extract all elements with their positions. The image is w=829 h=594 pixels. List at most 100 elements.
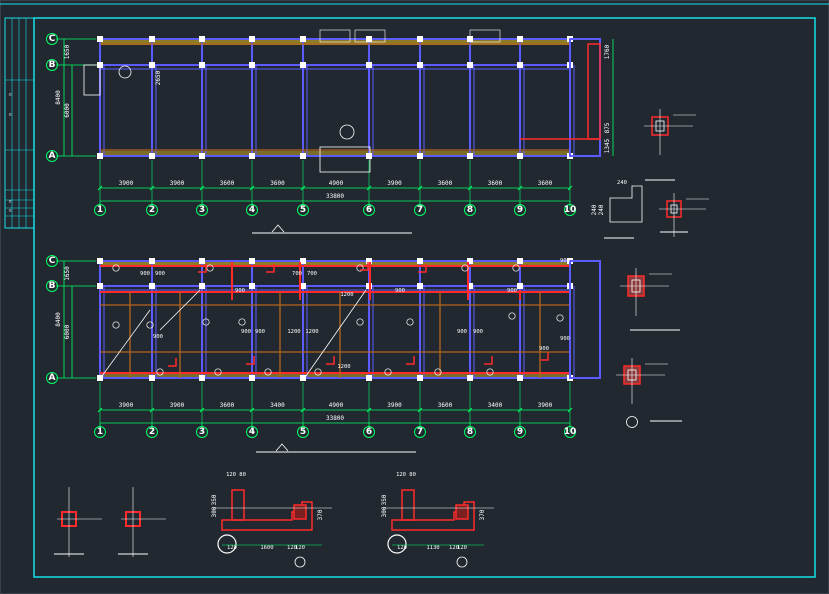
- pile-circle-1: [206, 264, 214, 272]
- footing-section-b-dim-0: 120: [397, 545, 407, 551]
- bay-dim-4: 3600: [270, 180, 285, 187]
- column-3-0: [199, 36, 205, 42]
- left-dim-0: 1650: [64, 266, 71, 281]
- col-axis-label-2: 2: [149, 205, 155, 215]
- row-axis-label-B: B: [49, 281, 56, 291]
- column-5-1: [300, 283, 306, 289]
- column-1-2: [97, 375, 103, 381]
- footing-section-b-dim-v2: 370: [479, 509, 486, 520]
- red-bracket-2: [360, 262, 369, 271]
- column-1-0: [97, 36, 103, 42]
- plan2-opening-tag-12: 900: [457, 329, 467, 335]
- col-axis-label-10: 10: [564, 427, 577, 437]
- outer-wall: [99, 38, 571, 157]
- row-axis-label-C: C: [49, 34, 56, 44]
- footing-section-a-dim-3: 120: [295, 545, 305, 551]
- footing-section-b-post: [455, 504, 469, 520]
- column-1-2: [97, 153, 103, 159]
- column-8-0: [467, 258, 473, 264]
- column-6-2: [366, 153, 372, 159]
- plan2-opening-tag-5: 1200: [340, 292, 353, 298]
- dim-tick-4: [249, 407, 255, 413]
- dim-tick-10: [567, 407, 573, 413]
- pile-circle-11: [508, 312, 516, 320]
- section-post-1: [54, 487, 102, 557]
- col-axis-label-4: 4: [249, 205, 255, 215]
- plan2-opening-tag-13: 900: [473, 329, 483, 335]
- col-axis-bubble-4: [246, 204, 258, 216]
- footing-section-a-dim-v0: 350: [211, 494, 218, 505]
- row-axis-bubble-B: [46, 59, 58, 71]
- bottom-hatch-band: [100, 373, 570, 378]
- dim-tick-8: [467, 407, 473, 413]
- plan2-diagonal-2: [159, 289, 201, 331]
- detail-column-c: [620, 268, 672, 316]
- west-stair: [83, 64, 101, 96]
- red-bracket-6: [326, 356, 335, 365]
- pile-circle-17: [384, 368, 392, 376]
- plan1-window-0: [319, 29, 351, 43]
- bay-dim-2: 3900: [170, 402, 185, 409]
- detail-column-d: [616, 358, 668, 404]
- column-4-0: [249, 36, 255, 42]
- column-5-2: [300, 153, 306, 159]
- red-bracket-1: [266, 264, 275, 273]
- col-axis-label-5: 5: [300, 427, 306, 437]
- col-axis-label-1: 1: [97, 427, 103, 437]
- column-3-1: [199, 283, 205, 289]
- column-6-0: [366, 36, 372, 42]
- plan2-east-wing: [569, 260, 601, 379]
- col-axis-bubble-9: [514, 426, 526, 438]
- column-7-0: [417, 36, 423, 42]
- left-dim-1: 8400: [55, 90, 62, 105]
- column-9-0: [517, 36, 523, 42]
- column-9-2: [517, 375, 523, 381]
- plan1-right-dim-0: 1760: [604, 44, 611, 59]
- pile-circle-4: [512, 264, 520, 272]
- col-axis-label-9: 9: [517, 205, 523, 215]
- plan1-window-2: [469, 29, 501, 43]
- col-axis-label-7: 7: [417, 427, 423, 437]
- corner-dim-top: 240: [617, 180, 627, 186]
- pile-circle-5: [112, 321, 120, 329]
- col-axis-bubble-10: [564, 426, 576, 438]
- row-axis-bubble-C: [46, 33, 58, 45]
- pile-circle-13: [156, 368, 164, 376]
- column-5-0: [300, 258, 306, 264]
- col-axis-bubble-7: [414, 426, 426, 438]
- col-axis-label-3: 3: [199, 205, 205, 215]
- pile-circle-18: [434, 368, 442, 376]
- column-8-2: [467, 375, 473, 381]
- col-axis-bubble-7: [414, 204, 426, 216]
- plan2-diagonal-1: [101, 309, 151, 377]
- column-1-1: [97, 283, 103, 289]
- footing-section-a-post: [293, 504, 307, 520]
- column-3-0: [199, 258, 205, 264]
- column-4-1: [249, 283, 255, 289]
- red-bracket-0: [198, 264, 207, 273]
- column-2-0: [149, 258, 155, 264]
- footing-section-a-dim-v1: 300: [211, 506, 218, 517]
- title-block-mark-0: ▫: [8, 92, 11, 98]
- col-axis-label-6: 6: [366, 205, 372, 215]
- plan2-opening-tag-3: 700: [307, 271, 317, 277]
- bay-dim-5: 4900: [329, 402, 344, 409]
- plan2-opening-tag-2: 700: [292, 271, 302, 277]
- total-dim: 33800: [326, 415, 344, 422]
- top-hatch-band: [100, 261, 570, 267]
- column-7-1: [417, 283, 423, 289]
- col-axis-bubble-1: [94, 426, 106, 438]
- red-bracket-7: [406, 356, 415, 365]
- bay-dim-1: 3900: [119, 402, 134, 409]
- col-axis-label-6: 6: [366, 427, 372, 437]
- pile-circle-8: [238, 318, 246, 326]
- red-bracket-9: [540, 352, 549, 361]
- dim-tick-9: [517, 185, 523, 191]
- dim-tick-5: [300, 407, 306, 413]
- col-axis-bubble-10: [564, 204, 576, 216]
- dim-tick-3: [199, 407, 205, 413]
